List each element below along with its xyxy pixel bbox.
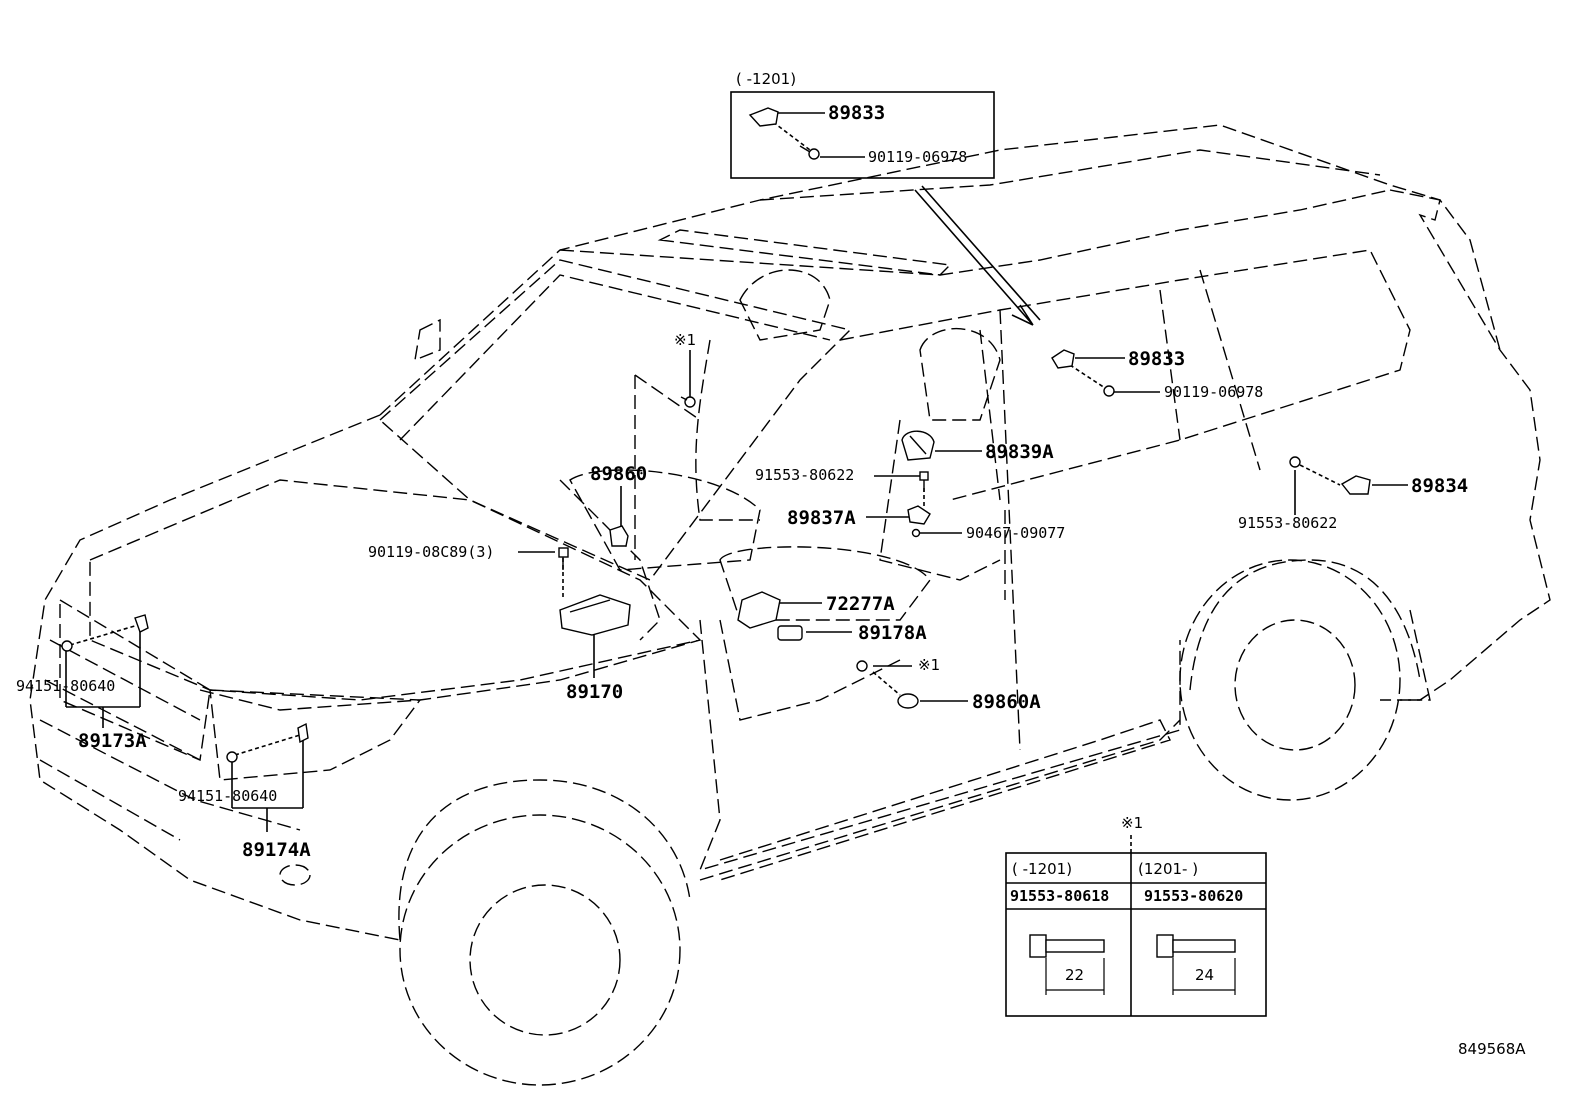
- inset-bottom-col2-part: 91553-80620: [1144, 887, 1244, 905]
- inset-bottom-col2-range: (1201- ): [1138, 860, 1199, 878]
- callout-89833: 89833: [1128, 348, 1186, 370]
- note-1-marker-top: ※1: [674, 331, 697, 349]
- callout-90119-06978: 90119-06978: [1164, 383, 1264, 401]
- callout-89174A: 89174A: [242, 839, 311, 861]
- diagram-id: 849568A: [1458, 1040, 1526, 1058]
- callout-89170: 89170: [566, 681, 624, 703]
- callout-89860A: 89860A: [972, 691, 1041, 713]
- callout-94151-80640-upper: 94151-80640: [16, 677, 116, 695]
- inset-bottom-col1-range: ( -1201): [1012, 860, 1073, 878]
- callout-89860: 89860: [590, 463, 648, 485]
- inset-top-part-sensor: 89833: [828, 102, 886, 124]
- inset-top-part-bolt: 90119-06978: [868, 148, 968, 166]
- inset-bottom-col1-part: 91553-80618: [1010, 887, 1110, 905]
- inset-bottom-col2-length: 24: [1195, 966, 1215, 984]
- callout-90467-09077: 90467-09077: [966, 524, 1066, 542]
- callout-89173A: 89173A: [78, 730, 147, 752]
- callout-91553-80622-front: 91553-80622: [755, 466, 855, 484]
- callout-72277A: 72277A: [826, 593, 895, 615]
- callout-89178A: 89178A: [858, 622, 927, 644]
- callout-89837A: 89837A: [787, 507, 856, 529]
- callout-91553-80622-rear: 91553-80622: [1238, 514, 1338, 532]
- inset-bottom-note: ※1: [1121, 814, 1144, 832]
- callout-89834: 89834: [1411, 475, 1469, 497]
- callout-89839A: 89839A: [985, 441, 1054, 463]
- note-1-marker-mid: ※1: [918, 656, 941, 674]
- inset-top-range: ( -1201): [736, 70, 797, 88]
- callout-90119-08C89: 90119-08C89(3): [368, 543, 495, 561]
- inset-bottom-col1-length: 22: [1065, 966, 1085, 984]
- callout-94151-80640-lower: 94151-80640: [178, 787, 278, 805]
